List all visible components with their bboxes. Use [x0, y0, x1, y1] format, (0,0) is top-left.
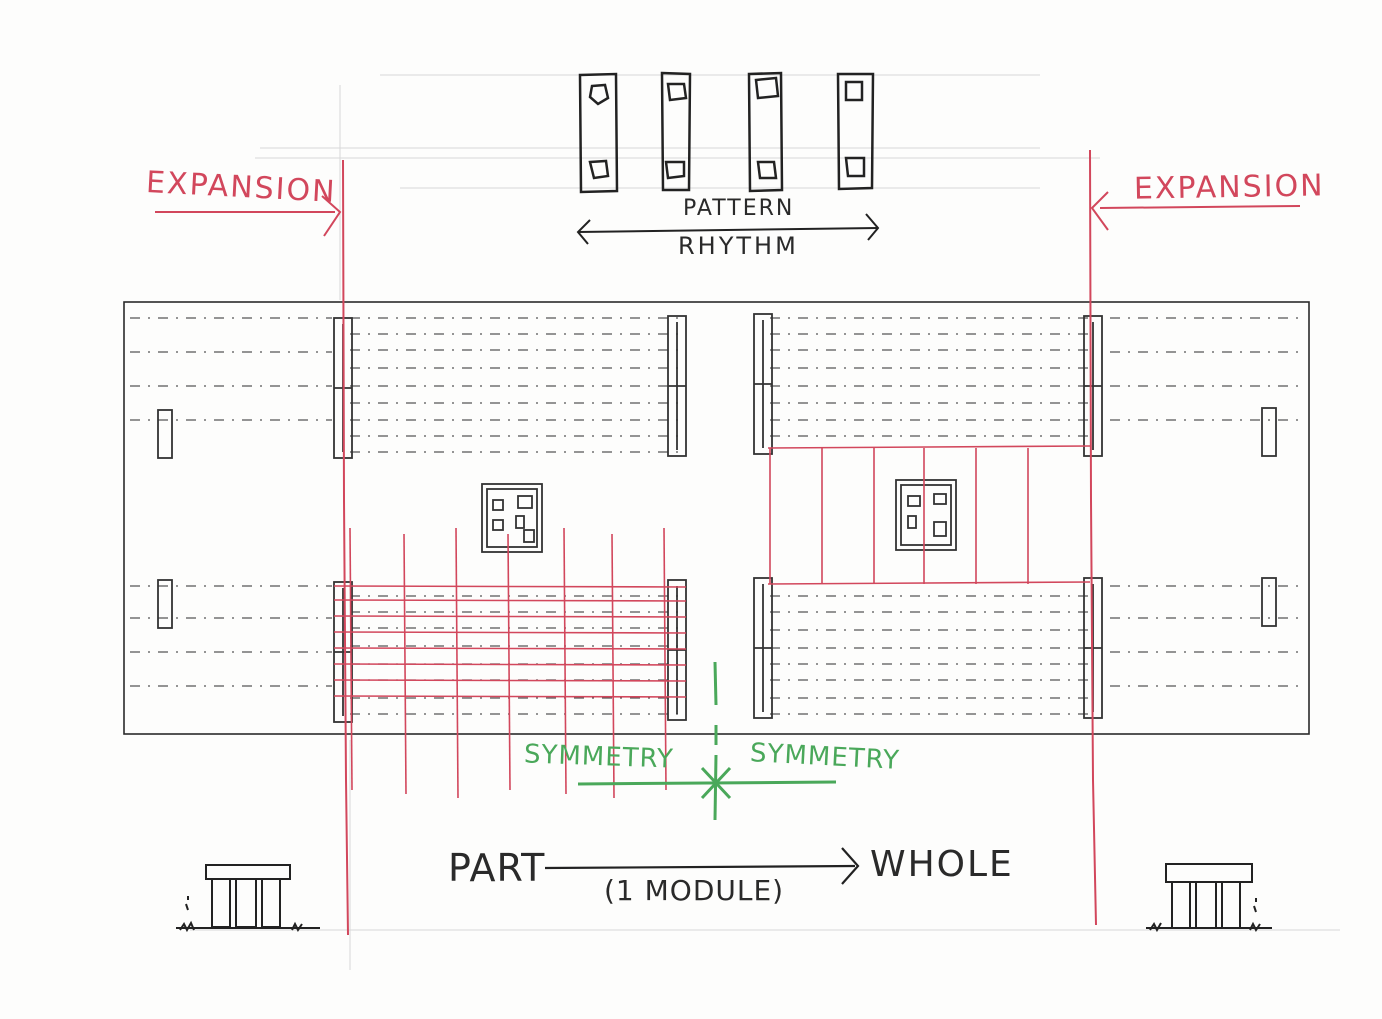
module-line-horizontal [333, 585, 687, 588]
construction-lines [190, 74, 1340, 970]
pattern-rhythm-arrow [576, 213, 880, 245]
core-room-left [481, 483, 543, 553]
whole-label: WHOLE [870, 844, 1014, 885]
trilithon-left [176, 864, 320, 933]
column-block [157, 579, 173, 629]
core-room-right [895, 479, 957, 551]
module-line-horizontal [333, 663, 687, 666]
part-whole-arrow [544, 847, 860, 885]
module-line-horizontal [333, 647, 687, 650]
module-line-vertical [663, 527, 667, 791]
rhythm-label: RHYTHM [678, 232, 799, 260]
module-line-vertical [507, 533, 511, 791]
expansion-label-right: EXPANSION [1133, 168, 1325, 207]
column-block [1261, 577, 1277, 627]
module-lines [333, 445, 1091, 799]
module-line-vertical [455, 527, 459, 799]
column-3 [747, 71, 784, 193]
column-block [1261, 407, 1277, 457]
column-4 [836, 72, 875, 191]
module-label: (1 MODULE) [604, 874, 785, 907]
module-line-horizontal [767, 581, 1091, 585]
module-line-vertical [563, 527, 567, 795]
column-1 [578, 72, 619, 194]
plan-columns [157, 313, 1277, 723]
expansion-lines [155, 149, 1301, 936]
pattern-label: PATTERN [683, 196, 795, 221]
symmetry-label-left: SYMMETRY [523, 739, 675, 775]
module-line-horizontal [333, 599, 687, 602]
part-label: PART [448, 846, 546, 890]
module-line-horizontal [333, 695, 687, 698]
symmetry-axis [577, 661, 837, 821]
column-2 [660, 71, 692, 192]
trilithon-right [1146, 863, 1272, 933]
module-line-horizontal [333, 679, 687, 682]
pattern-columns [578, 71, 875, 194]
column-block [157, 409, 173, 459]
module-line-horizontal [333, 631, 687, 634]
dash-grid [130, 317, 1305, 715]
module-line-vertical [349, 527, 353, 791]
module-line-horizontal [333, 615, 687, 618]
module-line-vertical [611, 533, 615, 799]
module-line-horizontal [767, 445, 1091, 449]
